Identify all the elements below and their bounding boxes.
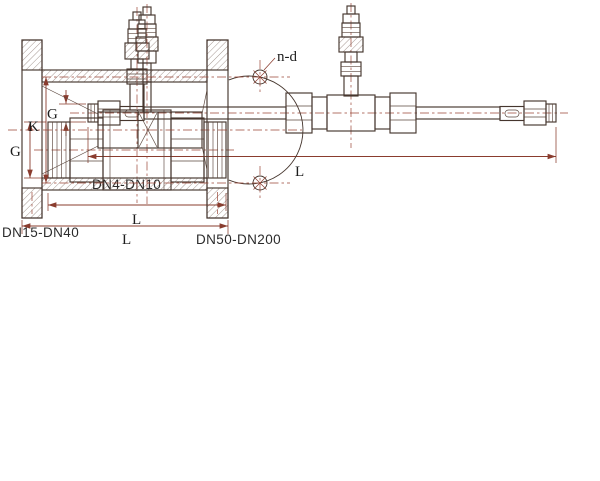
sensor-stem (135, 6, 159, 83)
dim-k-label: K (28, 119, 39, 135)
dim-nd-label: n-d (277, 49, 297, 65)
right-end-fitting (499, 100, 557, 126)
tube-section (41, 69, 208, 191)
sensor-stem (338, 5, 364, 97)
dimension-k: K (28, 77, 49, 183)
dim-l-label: L (132, 212, 141, 228)
meter-body (47, 109, 227, 191)
flange-left (21, 39, 43, 219)
flange-right (206, 39, 229, 219)
centerlines (8, 4, 302, 204)
dimension-l: L (21, 220, 229, 248)
caption-dn50-dn200: DN50-DN200 (196, 232, 281, 247)
annotation-nd: n-d (263, 49, 297, 71)
dimension-l: L (87, 127, 557, 180)
drawing-dn50-dn200: n-d K L DN50-DN200 (8, 4, 304, 248)
dim-g-label: G (47, 107, 58, 123)
dim-l-label: L (295, 164, 304, 180)
dim-l-label: L (122, 232, 131, 248)
bolt-circle (42, 60, 304, 200)
dim-g-label: G (10, 144, 21, 160)
centerlines (34, 7, 234, 203)
internal-rotor (41, 81, 208, 175)
